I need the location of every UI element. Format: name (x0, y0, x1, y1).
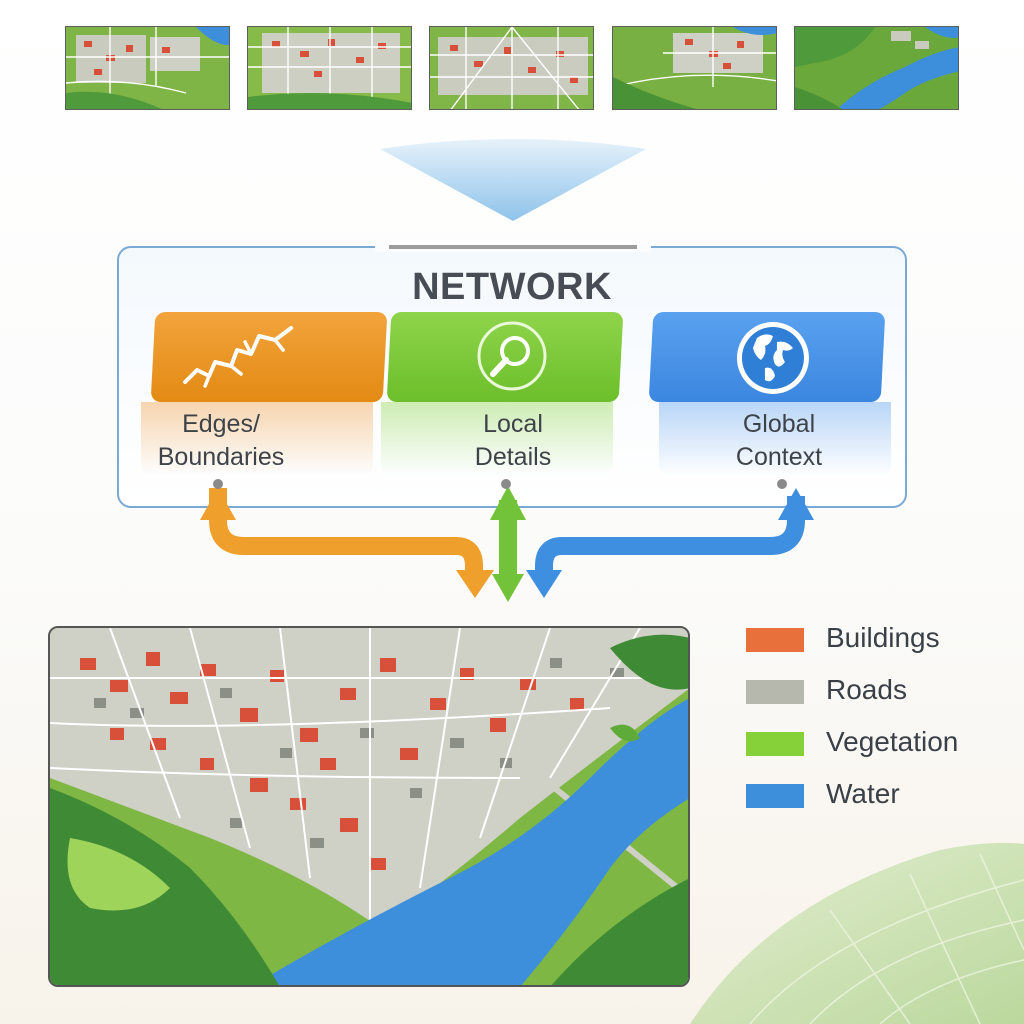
module-edges (150, 312, 388, 402)
module-local-label: Local Details (474, 410, 552, 471)
input-funnel-arrow (380, 139, 646, 221)
module-edges-reflection (141, 402, 373, 476)
module-local (386, 312, 624, 402)
edge-trace-icon (183, 326, 294, 388)
decorative-globe (690, 842, 1024, 1024)
legend-swatch-water (746, 784, 804, 808)
input-tile-5 (794, 26, 959, 110)
building-blocks (80, 652, 584, 870)
network-input-bar (389, 245, 637, 249)
input-tile-1 (65, 26, 230, 110)
river (253, 699, 688, 985)
segmentation-map (48, 626, 690, 987)
legend-swatch-roads (746, 680, 804, 704)
magnifier-icon (477, 321, 547, 391)
module-local-reflection (381, 402, 613, 476)
network-title: NETWORK (412, 266, 612, 308)
input-tiles (65, 26, 959, 110)
legend-label-water: Water (826, 778, 900, 809)
module-global (648, 312, 886, 402)
module-global-reflection (659, 402, 891, 476)
legend-label-vegetation: Vegetation (826, 726, 959, 757)
input-tile-4 (612, 26, 777, 110)
globe-icon (736, 322, 809, 394)
network-panel: NETWORK Edges/ Boundaries Local Details (117, 244, 907, 508)
module-edges-label: Edges/ Boundaries (157, 410, 285, 471)
legend-label-roads: Roads (826, 674, 907, 705)
gray-buildings (94, 658, 624, 848)
input-tile-3 (429, 26, 594, 110)
module-global-label: Global Context (735, 410, 823, 471)
legend-swatch-buildings (746, 628, 804, 652)
legend-label-buildings: Buildings (826, 622, 940, 653)
input-tile-2 (247, 26, 412, 110)
legend-swatch-vegetation (746, 732, 804, 756)
